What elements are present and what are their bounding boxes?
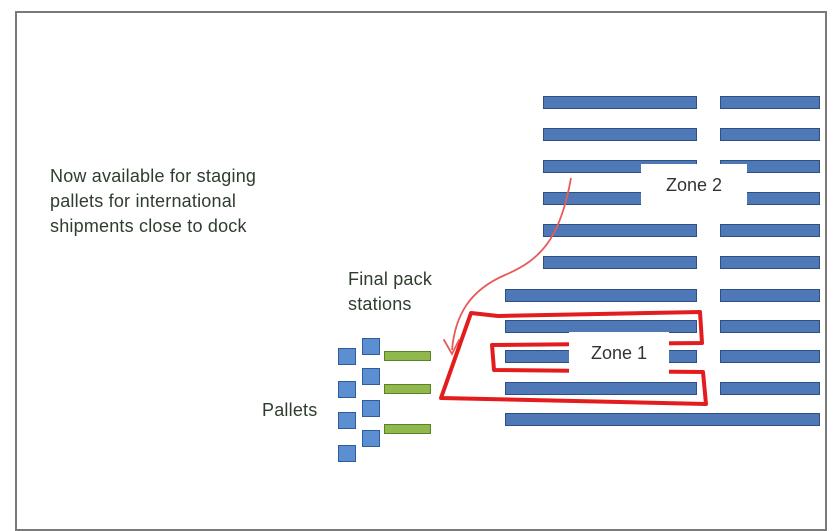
pallet xyxy=(338,348,356,365)
rack-right-7 xyxy=(720,289,820,302)
rack-right-5 xyxy=(720,224,820,237)
pallet xyxy=(362,338,380,355)
rack-left-5 xyxy=(543,224,697,237)
pallet xyxy=(362,400,380,417)
pallet xyxy=(338,445,356,462)
warehouse-layout-diagram: Zone 2 Zone 1 Now available for staging … xyxy=(15,11,827,531)
zone-overlay xyxy=(439,177,708,406)
rack-right-10 xyxy=(720,382,820,395)
rack-left-7 xyxy=(505,289,697,302)
rack-left-10 xyxy=(505,382,697,395)
pallet xyxy=(338,412,356,429)
final-pack-stations-label: Final pack stations xyxy=(348,269,433,314)
zone1-label: Zone 1 xyxy=(569,332,669,375)
rack-right-2 xyxy=(720,128,820,141)
rack-right-8 xyxy=(720,320,820,333)
pack-station xyxy=(384,384,431,394)
pallet xyxy=(338,381,356,398)
rack-right-6 xyxy=(720,256,820,269)
rack-right-1 xyxy=(720,96,820,109)
rack-left-1 xyxy=(543,96,697,109)
rack-bottom xyxy=(505,413,820,426)
transfer-arrow xyxy=(451,177,572,351)
pack-station xyxy=(384,351,431,361)
pack-station xyxy=(384,424,431,434)
rack-left-2 xyxy=(543,128,697,141)
pallet xyxy=(362,368,380,385)
pallets-label: Pallets xyxy=(262,400,318,420)
rack-right-9 xyxy=(720,350,820,363)
zone2-label: Zone 2 xyxy=(641,164,747,207)
rack-left-6 xyxy=(543,256,697,269)
staging-note: Now available for staging pallets for in… xyxy=(50,166,257,236)
arrow-head xyxy=(443,339,460,356)
pallet xyxy=(362,430,380,447)
